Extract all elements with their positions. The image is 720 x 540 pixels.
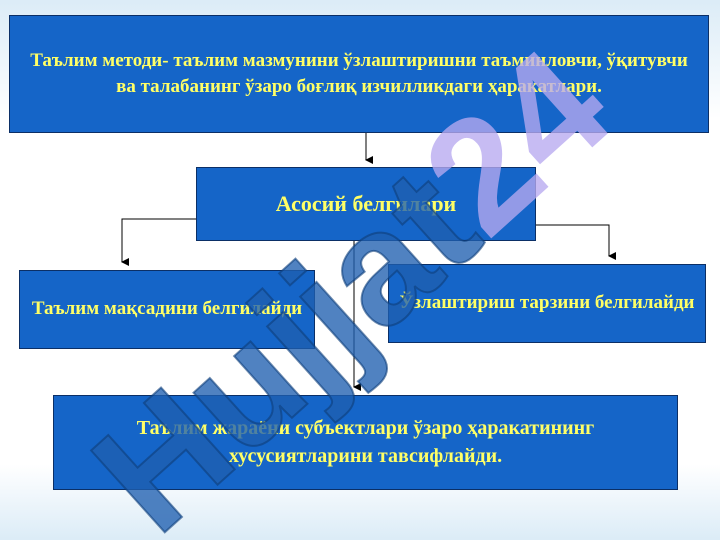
mastery-box: Ўзлаштириш тарзини белгилайди [388,264,706,343]
interaction-box: Таълим жараёни субъектлари ўзаро ҳаракат… [53,395,678,490]
interaction-text: Таълим жараёни субъектлари ўзаро ҳаракат… [136,416,595,467]
main-features-text: Асосий белгилари [275,190,457,216]
definition-box: Таълим методи- таълим мазмунини ўзлаштир… [9,15,709,133]
mastery-text: Ўзлаштириш тарзини белгилайди [399,292,695,314]
definition-text: Таълим методи- таълим мазмунини ўзлаштир… [30,49,688,97]
arrow-center-to-right [536,224,616,260]
goal-text: Таълим мақсадини белгилайди [31,298,303,320]
goal-box: Таълим мақсадини белгилайди [19,270,315,349]
arrow-center-to-left [121,218,196,266]
main-features-box: Асосий белгилари [196,167,536,241]
